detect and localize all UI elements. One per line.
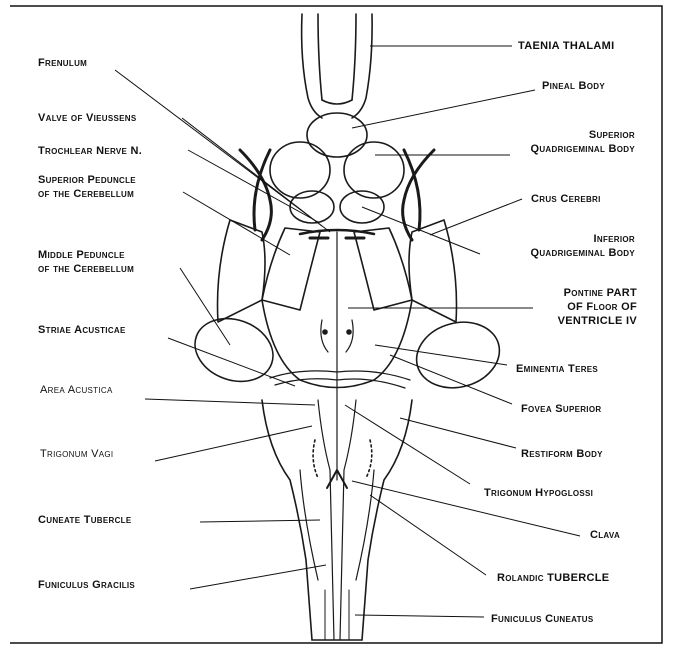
label-area-acustica: Area Acustica xyxy=(40,383,113,397)
label-crus-cerebri: Crus Cerebri xyxy=(531,192,601,206)
label-eminentia-teres: Eminentia Teres xyxy=(516,362,598,376)
pineal-body-shape xyxy=(307,113,367,157)
label-taenia-thalami: TAENIA THALAMI xyxy=(518,39,614,53)
label-trigonum-hypoglossi: Trigonum Hypoglossi xyxy=(484,486,593,500)
label-superior-peduncle: Superior Peduncle of the Cerebellum xyxy=(38,173,136,201)
superior-peduncle-right xyxy=(354,228,412,310)
label-frenulum: Frenulum xyxy=(38,56,87,70)
superior-quadrigeminal-right xyxy=(344,142,404,198)
label-trochlear-nerve: Trochlear Nerve N. xyxy=(38,144,142,158)
label-superior-quadrigeminal: Superior Quadrigeminal Body xyxy=(530,128,635,156)
cerebellar-stump-right xyxy=(409,313,507,397)
superior-quadrigeminal-left xyxy=(270,142,330,198)
label-funiculus-cuneatus: Funiculus Cuneatus xyxy=(491,612,594,626)
label-restiform-body: Restiform Body xyxy=(521,447,603,461)
label-trigonum-vagi: Trigonum Vagi xyxy=(40,447,113,461)
taenia-thalami-shape xyxy=(302,14,373,118)
label-valve-of-vieussens: Valve of Vieussens xyxy=(38,111,137,125)
middle-peduncle-left xyxy=(218,220,266,322)
label-pontine-part: Pontine PART OF Floor OF VENTRICLE IV xyxy=(558,286,637,328)
label-pineal-body: Pineal Body xyxy=(542,79,605,93)
label-striae-acusticae: Striae Acusticae xyxy=(38,323,126,337)
label-middle-peduncle: Middle Peduncle of the Cerebellum xyxy=(38,248,134,276)
superior-peduncle-left xyxy=(262,228,320,310)
label-rolandic-tubercle: Rolandic TUBERCLE xyxy=(497,571,609,585)
label-inferior-quadrigeminal: Inferior Quadrigeminal Body xyxy=(530,232,635,260)
label-funiculus-gracilis: Funiculus Gracilis xyxy=(38,578,135,592)
label-clava: Clava xyxy=(590,528,620,542)
label-fovea-superior: Fovea Superior xyxy=(521,402,601,416)
label-cuneate-tubercle: Cuneate Tubercle xyxy=(38,513,131,527)
